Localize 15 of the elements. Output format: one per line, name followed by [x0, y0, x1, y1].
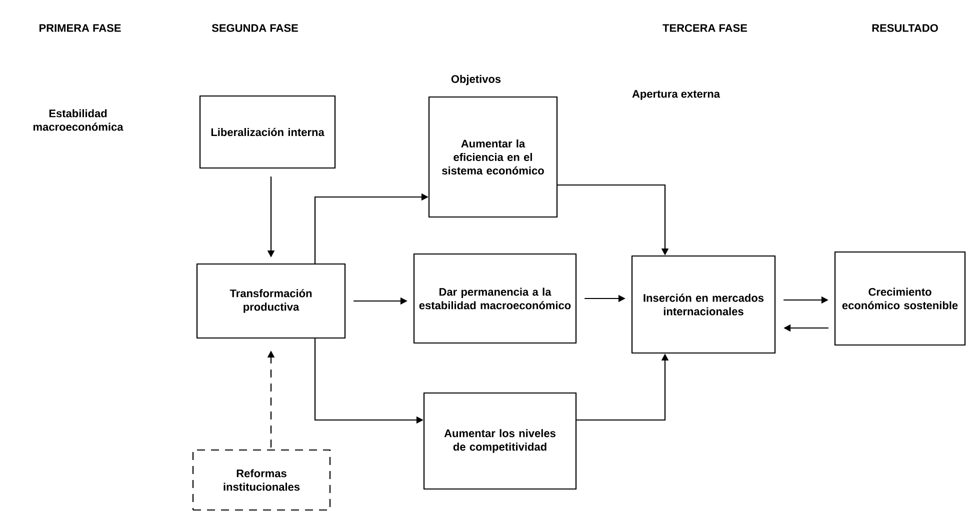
heading: TERCERA FASE: [662, 24, 748, 32]
column-heading: Objetivos: [451, 74, 501, 86]
process-box: Inserción en mercados internacionales: [631, 255, 776, 354]
process-box: Aumentar los niveles de competitividad: [423, 392, 577, 490]
text-label: Estabilidad macroeconómica: [34, 109, 124, 131]
process-box: Reformas institucionales: [192, 449, 331, 511]
heading: PRIMERA FASE: [40, 24, 121, 32]
heading: SEGUNDA FASE: [212, 24, 298, 32]
process-box: Dar permanencia a la estabilidad macroeconómico: [413, 253, 577, 344]
heading: RESULTADO: [872, 24, 938, 32]
process-box: Transformación productiva: [196, 263, 346, 339]
process-box: Crecimiento económico sostenible: [834, 251, 966, 346]
process-box: Aumentar la eficiencia en el sistema económico: [428, 96, 558, 218]
column-heading: Apertura externa: [632, 90, 720, 100]
process-box: Liberalización interna: [199, 95, 336, 169]
